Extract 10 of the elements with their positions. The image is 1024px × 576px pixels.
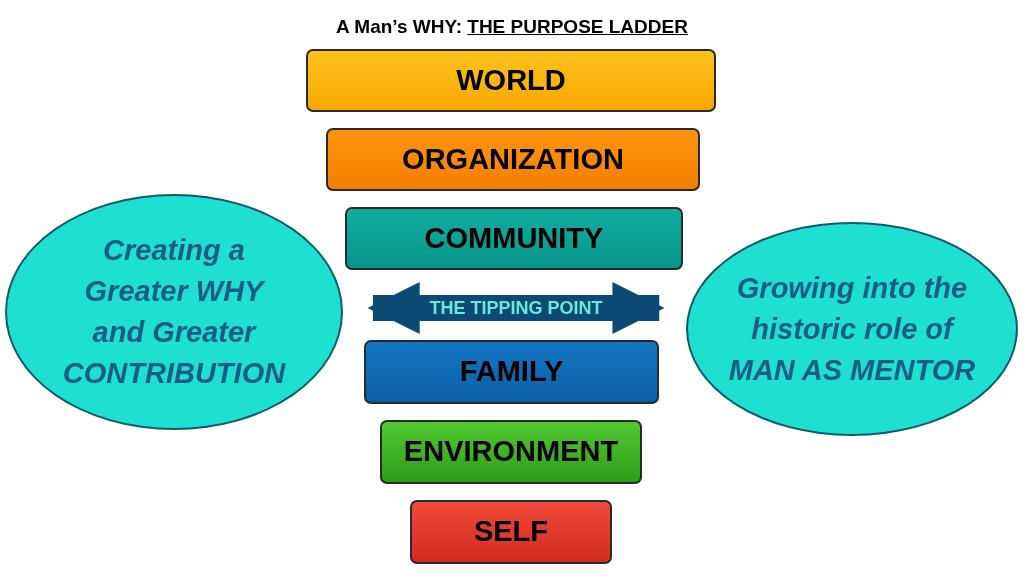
speech-ellipse: Creating a Greater WHY and Greater CONTRIBUTION <box>5 194 343 430</box>
diagram-title: A Man’s WHY: THE PURPOSE LADDER <box>335 15 689 39</box>
ladder-rung: FAMILY <box>364 340 659 404</box>
ladder-rung: ORGANIZATION <box>326 128 700 191</box>
ladder-rung: ENVIRONMENT <box>380 420 642 484</box>
double-arrow <box>367 282 665 334</box>
ladder-rung: WORLD <box>306 49 716 112</box>
speech-ellipse: Growing into the historic role of MAN AS MENTOR <box>686 222 1018 436</box>
ladder-rung: COMMUNITY <box>345 207 683 270</box>
ladder-rung: SELF <box>410 500 612 564</box>
